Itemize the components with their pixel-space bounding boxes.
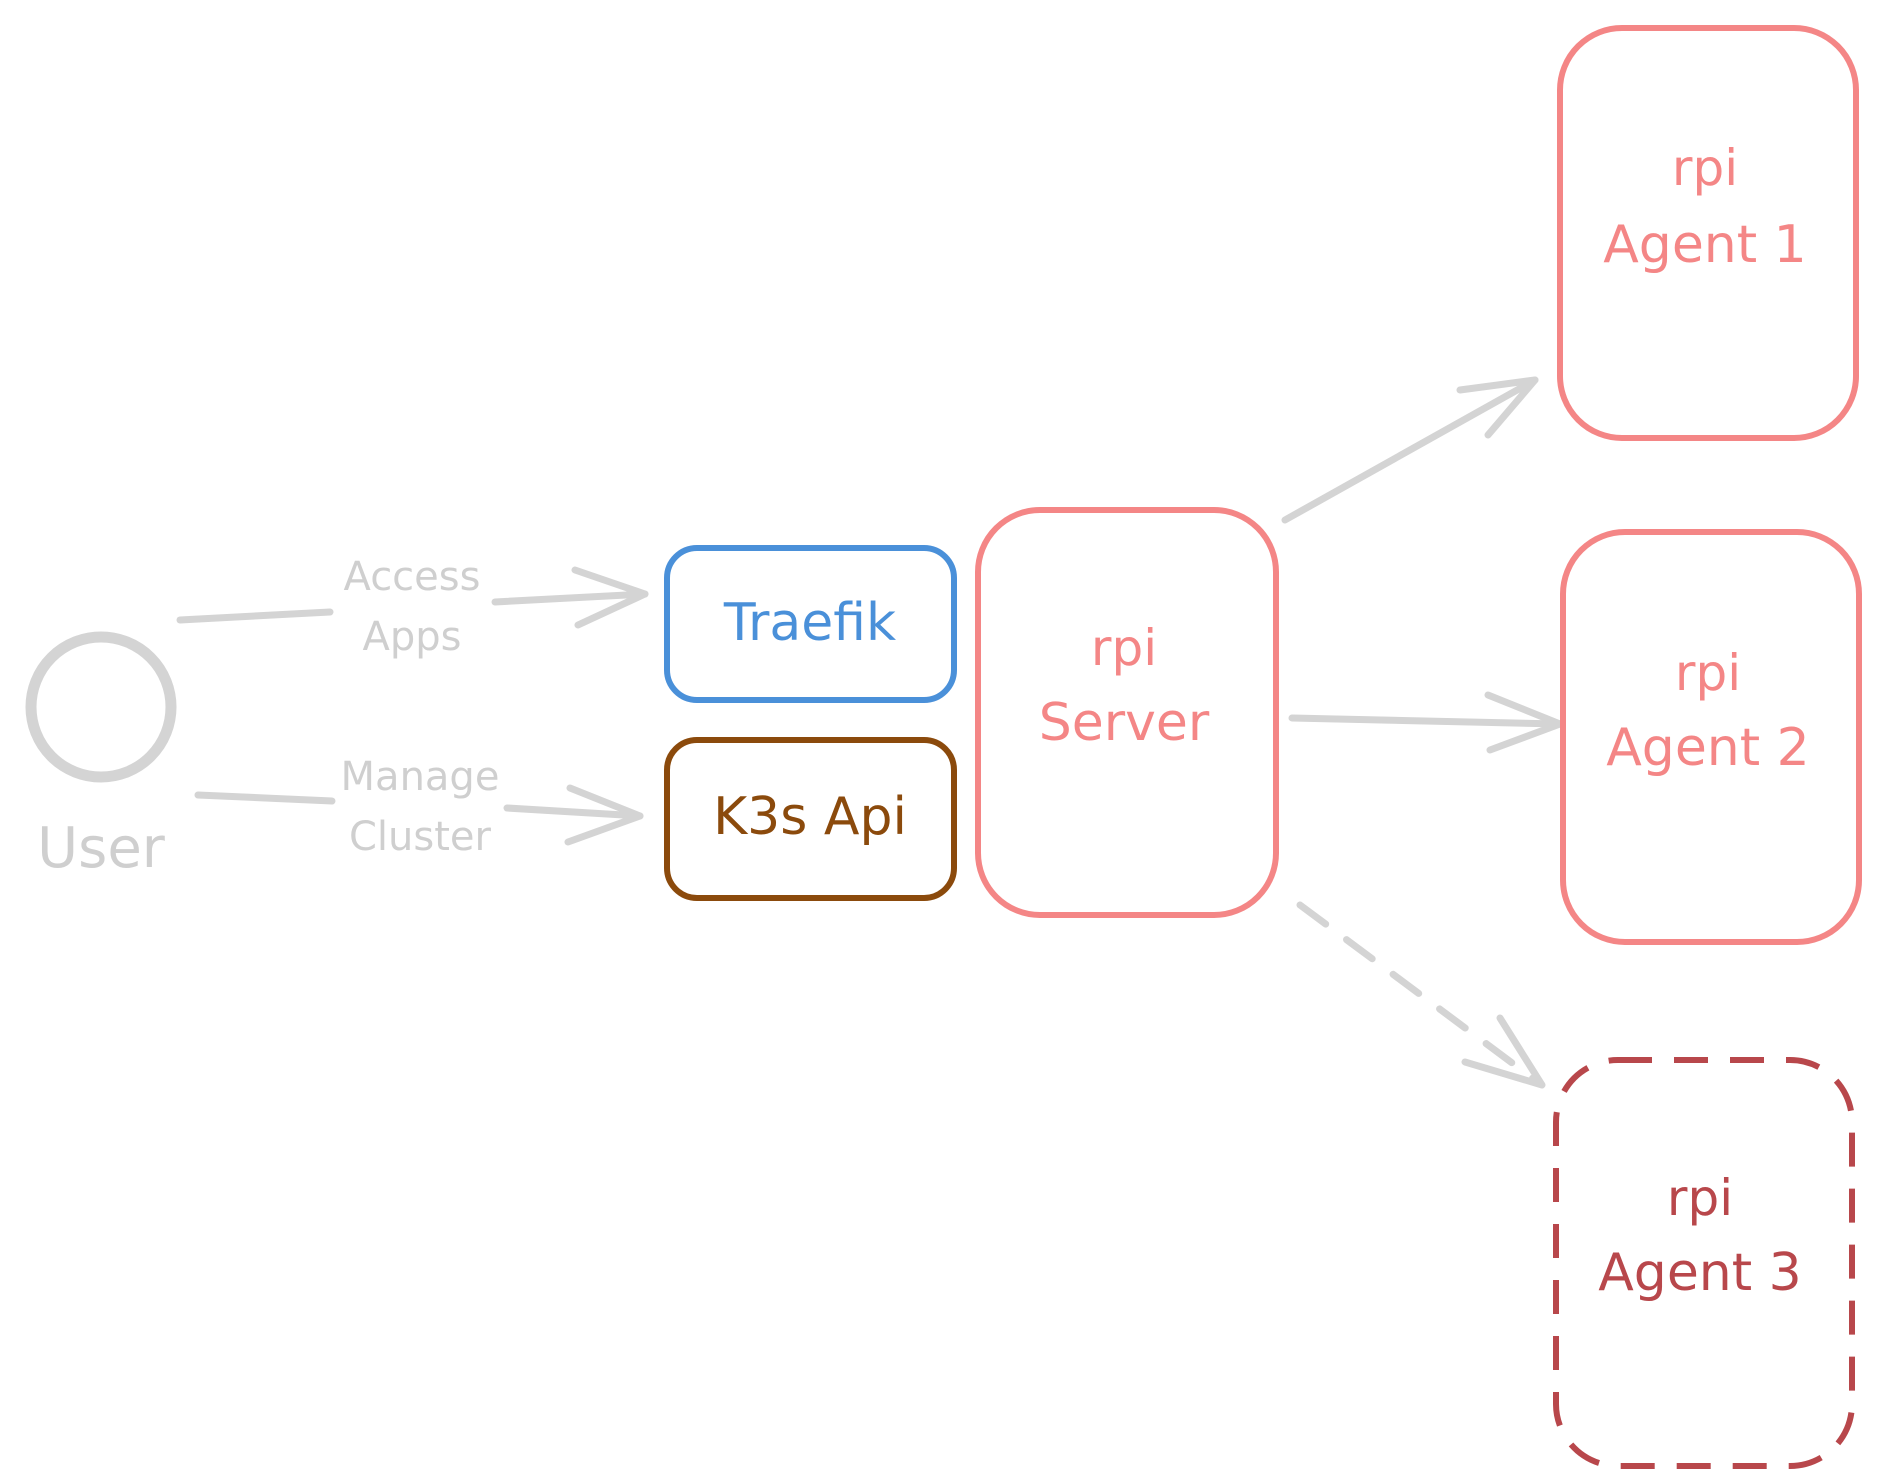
traefik-label: Traefik xyxy=(723,593,896,653)
edge-server-agent1 xyxy=(1281,376,1539,524)
traefik-node: Traefik xyxy=(664,545,957,703)
agent2-label-line2: Agent 2 xyxy=(1606,718,1810,778)
k3s-api-node: K3s Api xyxy=(664,737,957,901)
server-label-line2: Server xyxy=(1039,693,1210,753)
edge-access-label-line2: Apps xyxy=(363,614,462,660)
agent1-box xyxy=(1557,25,1859,441)
server-label-line1: rpi xyxy=(1091,619,1157,677)
server-box xyxy=(975,507,1279,918)
agent2-label-line1: rpi xyxy=(1675,644,1741,702)
edge-server-agent2 xyxy=(1288,691,1564,754)
user-node: User xyxy=(25,631,177,881)
agent1-label-line1: rpi xyxy=(1672,139,1738,197)
edge-access-label-line1: Access xyxy=(344,554,481,600)
agent1-node: rpi Agent 1 xyxy=(1557,25,1859,441)
agent2-node: rpi Agent 2 xyxy=(1560,529,1862,945)
agent3-box xyxy=(1553,1057,1855,1469)
edge-access-apps: Access Apps xyxy=(176,554,649,660)
user-circle-icon xyxy=(25,631,177,783)
agent3-node: rpi Agent 3 xyxy=(1553,1057,1855,1469)
edge-manage-cluster: Manage Cluster xyxy=(194,754,644,860)
edge-manage-label-line1: Manage xyxy=(341,754,500,800)
user-label: User xyxy=(37,816,166,881)
agent2-box xyxy=(1560,529,1862,945)
k3s-api-label: K3s Api xyxy=(713,787,907,847)
server-node: rpi Server xyxy=(975,507,1279,918)
edge-manage-label-line2: Cluster xyxy=(349,814,492,860)
k3s-api-box xyxy=(664,737,957,901)
agent1-label-line2: Agent 1 xyxy=(1603,215,1807,275)
agent3-label-line2: Agent 3 xyxy=(1598,1243,1802,1303)
edge-server-agent3 xyxy=(1296,901,1546,1089)
traefik-box xyxy=(664,545,957,703)
agent3-label-line1: rpi xyxy=(1667,1169,1733,1227)
